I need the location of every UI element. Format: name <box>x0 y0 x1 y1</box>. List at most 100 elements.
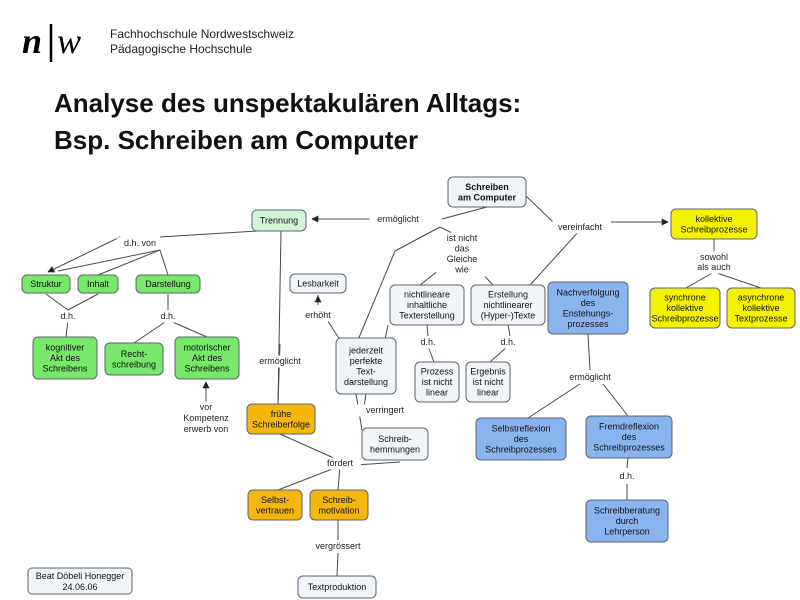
node-box-nichtlineare <box>389 284 465 326</box>
connector-line-35 <box>279 433 337 460</box>
link-label-verringert: verringert <box>366 405 405 415</box>
link-label-dh_prozess: d.h. <box>420 337 435 347</box>
connector-line-5 <box>357 250 396 341</box>
node-box-hemmungen <box>361 427 429 461</box>
node-box-struktur <box>21 274 71 294</box>
connector-line-38 <box>277 465 341 491</box>
node-box-schreiben <box>447 176 527 208</box>
node-box-kognitiver <box>32 336 98 380</box>
node-box-schreibberatung <box>585 499 669 543</box>
node-label-hemmungen: Schreib-hemmungen <box>370 434 420 455</box>
connector-line-1 <box>525 195 554 223</box>
connector-line-28 <box>527 383 581 419</box>
node-box-selbstvertrauen <box>247 489 303 521</box>
institution-name: Fachhochschule Nordwestschweiz <box>110 27 295 41</box>
node-box-motivation <box>309 489 369 521</box>
link-label-dh_left: d.h. <box>60 311 75 321</box>
node-box-nachverfolgung <box>547 281 629 335</box>
connector-arrow-1 <box>47 236 121 273</box>
connector-line-11 <box>67 293 99 311</box>
link-label-bg-erhoeht <box>299 309 337 322</box>
node-box-darstellung <box>135 274 201 294</box>
node-box-rechtschreibung <box>104 342 164 376</box>
fhnw-logo: n w <box>22 21 81 62</box>
node-box-motorischer <box>174 336 240 380</box>
connector-line-42 <box>336 552 339 577</box>
connector-line-12 <box>45 293 69 311</box>
node-label-selbstvertrauen: Selbst-vertrauen <box>256 495 294 516</box>
node-box-erstellung <box>470 284 546 326</box>
node-box-jederzeit <box>335 337 397 395</box>
connector-line-9 <box>97 249 161 276</box>
link-label-bg-ermoeglicht_top <box>369 213 427 226</box>
link-label-dh_mid: d.h. <box>160 311 175 321</box>
node-box-inhalt <box>77 274 119 294</box>
link-label-bg-vereinfacht <box>548 221 612 234</box>
concept-node-trennung: Trennung <box>251 209 307 232</box>
link-label-bg-vor_kompetenz <box>177 401 235 437</box>
connector-line-10 <box>159 249 169 276</box>
link-label-bg-dh_ergebnis <box>494 336 522 349</box>
link-label-ermoeglicht_right: ermöglicht <box>569 372 611 382</box>
connector-line-4 <box>394 226 441 252</box>
connector-line-29 <box>602 383 629 417</box>
connector-line-39 <box>337 465 341 491</box>
node-label-motivation: Schreib-motivation <box>318 495 359 516</box>
link-label-ermoeglicht_top: ermöglicht <box>377 214 419 224</box>
concept-node-inhalt: Inhalt <box>77 274 119 294</box>
connector-line-18 <box>325 317 341 341</box>
concept-node-darstellung: Darstellung <box>135 274 201 294</box>
concept-node-lesbarkeit: Lesbarkeit <box>289 273 347 294</box>
connector-line-21 <box>426 324 429 337</box>
connector-line-25 <box>507 324 511 337</box>
link-label-vergroessert: vergrössert <box>315 541 361 551</box>
link-label-bg-ermoeglicht_right <box>561 371 619 384</box>
link-label-ermoeglicht_mid: ermöglicht <box>259 356 301 366</box>
link-label-bg-dh_mid <box>154 310 182 323</box>
node-box-asynchrone <box>726 287 796 329</box>
logo-n: n <box>22 21 42 61</box>
node-box-trennung <box>251 209 307 232</box>
page-title-line1: Analyse des unspektakulären Alltags: <box>54 88 522 118</box>
connector-line-33 <box>626 457 629 469</box>
connector-line-0 <box>441 206 488 220</box>
link-label-dh_von: d.h. von <box>124 238 156 248</box>
link-label-bg-ermoeglicht_mid <box>251 355 309 368</box>
connector-line-15 <box>133 319 169 344</box>
connector-line-16 <box>167 319 208 338</box>
author-box-frame <box>27 567 133 595</box>
link-label-bg-dh_beratung <box>613 470 641 483</box>
connector-line-27 <box>587 333 591 371</box>
node-box-synchrone <box>649 287 721 329</box>
link-label-bg-vergroessert <box>306 540 370 553</box>
node-box-fruehe <box>246 403 316 435</box>
node-box-kollektive <box>670 208 758 240</box>
node-box-textproduktion <box>297 575 377 599</box>
link-label-dh_ergebnis: d.h. <box>500 337 515 347</box>
node-box-fremdreflexion <box>585 415 673 459</box>
node-label-darstellung: Darstellung <box>145 279 191 289</box>
connector-line-7 <box>529 229 581 286</box>
